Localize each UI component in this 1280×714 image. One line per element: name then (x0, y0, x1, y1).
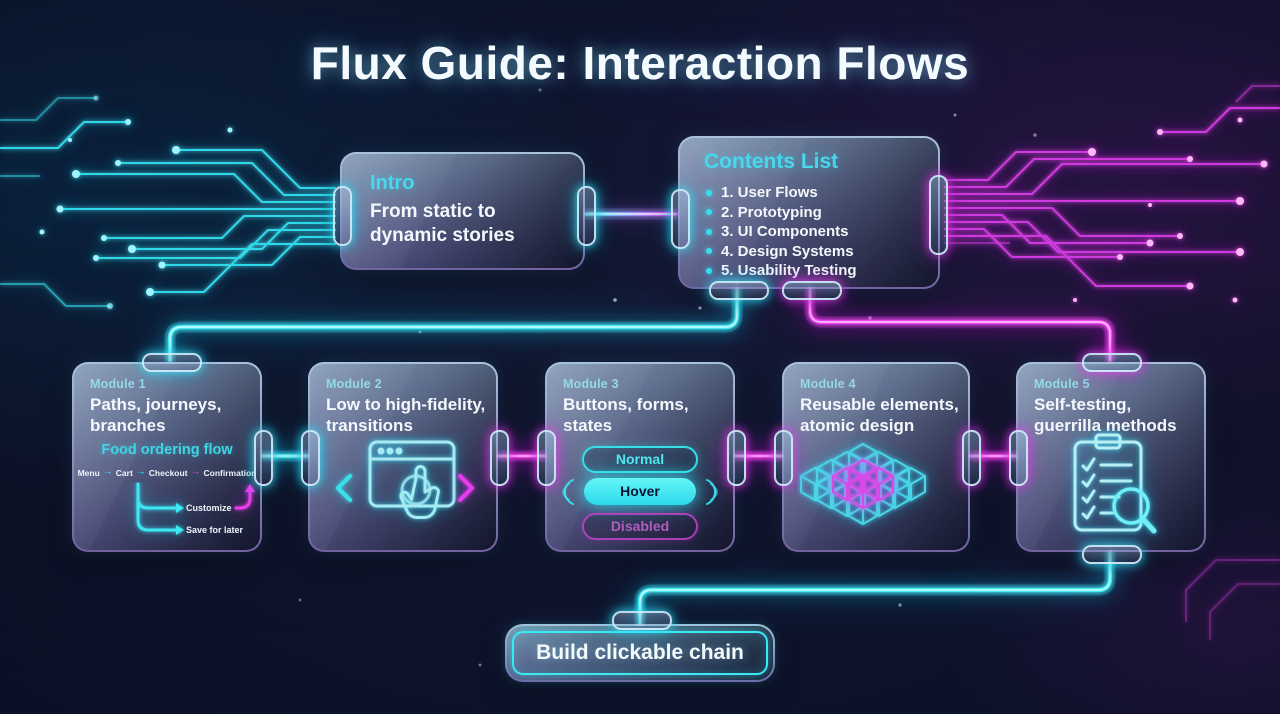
module-3-label: Module 3 (563, 377, 619, 391)
module-2-title: Low to high-fidelity, transitions (326, 395, 486, 435)
module-5-box: Module 5 Self-testing, guerrilla methods (1016, 362, 1206, 552)
arrow-icon: → (190, 466, 201, 478)
food-flow-title: Food ordering flow (101, 442, 233, 458)
circuit-traces-left (0, 97, 336, 307)
circuit-nodes-right (1073, 117, 1268, 303)
browser-tap-icon (336, 440, 474, 520)
page-title: Flux Guide: Interaction Flows (310, 37, 970, 89)
module-3-left-port (537, 430, 556, 486)
bullet-dot-icon (706, 189, 712, 196)
module-3-box: Module 3 Buttons, forms, states Normal H… (545, 362, 735, 552)
atomic-cubes-icon (800, 443, 926, 525)
list-item: 5. Usability Testing (706, 261, 857, 281)
module-2-box: Module 2 Low to high-fidelity, transitio… (308, 362, 498, 552)
module-5-bottom-port (1082, 545, 1142, 564)
list-item: 3. UI Components (706, 222, 857, 242)
arrow-icon: → (102, 466, 113, 478)
state-button-disabled[interactable]: Disabled (582, 513, 698, 540)
list-item: 2. Prototyping (706, 203, 857, 223)
module-4-right-port (962, 430, 981, 486)
ripple-icon (562, 478, 574, 505)
module-5-title: Self-testing, guerrilla methods (1034, 395, 1177, 435)
cta-label: Build clickable chain (536, 641, 744, 664)
contents-left-port (671, 189, 690, 249)
module-5-left-port (1009, 430, 1028, 486)
module-4-box: Module 4 Reusable elements, atomic desig… (782, 362, 970, 552)
circuit-traces-right (944, 85, 1280, 640)
intro-box: Intro From static to dynamic stories (340, 152, 585, 270)
ripple-icon (706, 478, 718, 505)
module-5-label: Module 5 (1034, 377, 1090, 391)
contents-title: Contents List (704, 150, 839, 173)
flow-branch-lines (136, 482, 255, 535)
checklist-magnifier-icon (1073, 433, 1157, 534)
intro-description: From static to dynamic stories (370, 201, 515, 246)
module-2-left-port (301, 430, 320, 486)
state-button-hover[interactable]: Hover (562, 478, 718, 505)
module-4-left-port (774, 430, 793, 486)
branch-label: Customize (186, 503, 232, 513)
branch-label: Save for later (186, 525, 244, 535)
bullet-dot-icon (706, 228, 712, 235)
bullet-dot-icon (706, 209, 712, 216)
intro-left-port (333, 186, 352, 246)
chevron-right-icon (458, 474, 474, 502)
contents-bottom-port-cyan (709, 281, 769, 300)
module-1-top-port (142, 353, 202, 372)
circuit-nodes-left (39, 95, 233, 309)
module-4-title: Reusable elements, atomic design (800, 395, 959, 435)
arrow-icon: → (135, 466, 146, 478)
state-button-normal[interactable]: Normal (582, 446, 698, 473)
bullet-dot-icon (706, 267, 712, 274)
contents-right-port (929, 175, 948, 255)
module-1-label: Module 1 (90, 377, 146, 391)
chevron-left-icon (336, 474, 352, 502)
module-2-label: Module 2 (326, 377, 382, 391)
module-1-title: Paths, journeys, branches (90, 395, 222, 435)
intro-right-port (577, 186, 596, 246)
food-flow-steps: Menu → Cart → Checkout → Confirmation (77, 466, 257, 478)
contents-list: 1. User Flows 2. Prototyping 3. UI Compo… (706, 183, 857, 281)
module-4-label: Module 4 (800, 377, 856, 391)
list-item: 4. Design Systems (706, 242, 857, 262)
module-3-title: Buttons, forms, states (563, 395, 689, 435)
list-item: 1. User Flows (706, 183, 857, 203)
module-5-top-port (1082, 353, 1142, 372)
module-1-right-port (254, 430, 273, 486)
contents-box: Contents List 1. User Flows 2. Prototypi… (678, 136, 940, 289)
intro-label: Intro (370, 172, 415, 194)
module-2-right-port (490, 430, 509, 486)
build-clickable-chain-button[interactable]: Build clickable chain (505, 624, 775, 682)
bullet-dot-icon (706, 248, 712, 255)
module-3-right-port (727, 430, 746, 486)
cta-top-port (612, 611, 672, 630)
module-1-box: Module 1 Paths, journeys, branches Food … (72, 362, 262, 552)
contents-bottom-port-magenta (782, 281, 842, 300)
